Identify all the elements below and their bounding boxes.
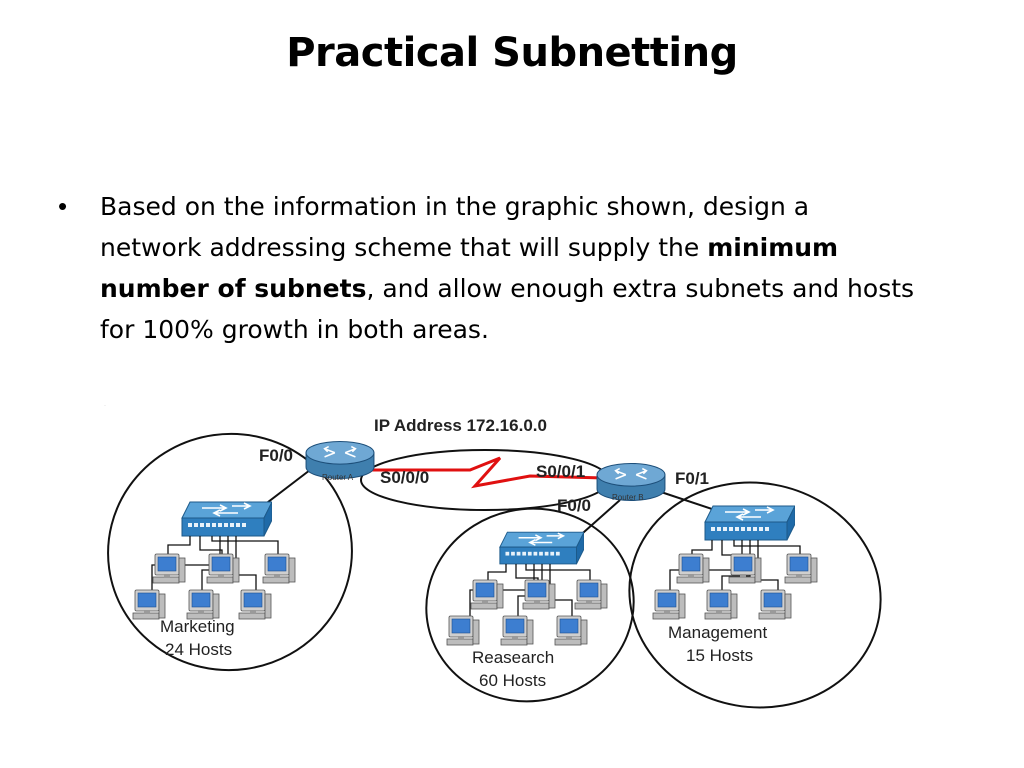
bullet-text: Based on the information in the graphic …: [100, 186, 918, 350]
ip-address-label: IP Address 172.16.0.0: [374, 416, 547, 435]
marketing-pc-icon: [186, 589, 220, 620]
marketing-name-label: Marketing: [160, 617, 235, 636]
research-pc-icon: [554, 615, 588, 646]
management-pc-icon: [758, 589, 792, 620]
research-pc-icon: [522, 579, 556, 610]
management-name-label: Management: [668, 623, 768, 642]
research-pc-icon: [500, 615, 534, 646]
router-a-s000-label: S0/0/0: [380, 468, 429, 487]
research-pc-icon: [470, 579, 504, 610]
router-b-f01-label: F0/1: [675, 469, 709, 488]
marketing-switch-icon: [181, 501, 272, 537]
management-switch-icon: [704, 505, 795, 541]
research-switch-icon: [499, 531, 584, 565]
router-a-label: Router A: [322, 473, 354, 482]
research-name-label: Reasearch: [472, 648, 554, 667]
watermark-mark: ·: [104, 403, 106, 409]
bullet-text-part1: Based on the information in the graphic …: [100, 192, 810, 262]
management-pc-icon: [784, 553, 818, 584]
research-pc-icon: [574, 579, 608, 610]
bullet-text-part2: , and allow enough extra subnets and hos…: [100, 274, 915, 344]
router-b-label: Router B: [612, 493, 644, 502]
management-pc-icon: [728, 553, 762, 584]
bullet-text-bold: minimum number of subnets: [100, 233, 839, 303]
wan-serial-link: [372, 456, 605, 489]
router-b-s001-label: S0/0/1: [536, 462, 585, 481]
marketing-ellipse: [107, 432, 353, 672]
research-pc-icon: [446, 615, 480, 646]
marketing-pc-icon: [262, 553, 296, 584]
marketing-hosts-label: 24 Hosts: [165, 640, 232, 659]
router-a-f00-label: F0/0: [259, 446, 293, 465]
research-ellipse: [425, 507, 635, 703]
marketing-pc-icon: [132, 589, 166, 620]
management-ellipse: [628, 481, 882, 709]
management-hosts-label: 15 Hosts: [686, 646, 753, 665]
research-hosts-label: 60 Hosts: [479, 671, 546, 690]
marketing-pc-icon: [206, 553, 240, 584]
router-b-f00-label: F0/0: [557, 496, 591, 515]
slide-title: Practical Subnetting: [286, 30, 738, 76]
marketing-pc-icon: [238, 589, 272, 620]
management-pc-icon: [676, 553, 710, 584]
management-pc-icon: [704, 589, 738, 620]
marketing-pc-icon: [152, 553, 186, 584]
management-pc-icon: [652, 589, 686, 620]
bullet-item: • Based on the information in the graphi…: [58, 186, 918, 350]
bullet-marker: •: [58, 191, 68, 221]
